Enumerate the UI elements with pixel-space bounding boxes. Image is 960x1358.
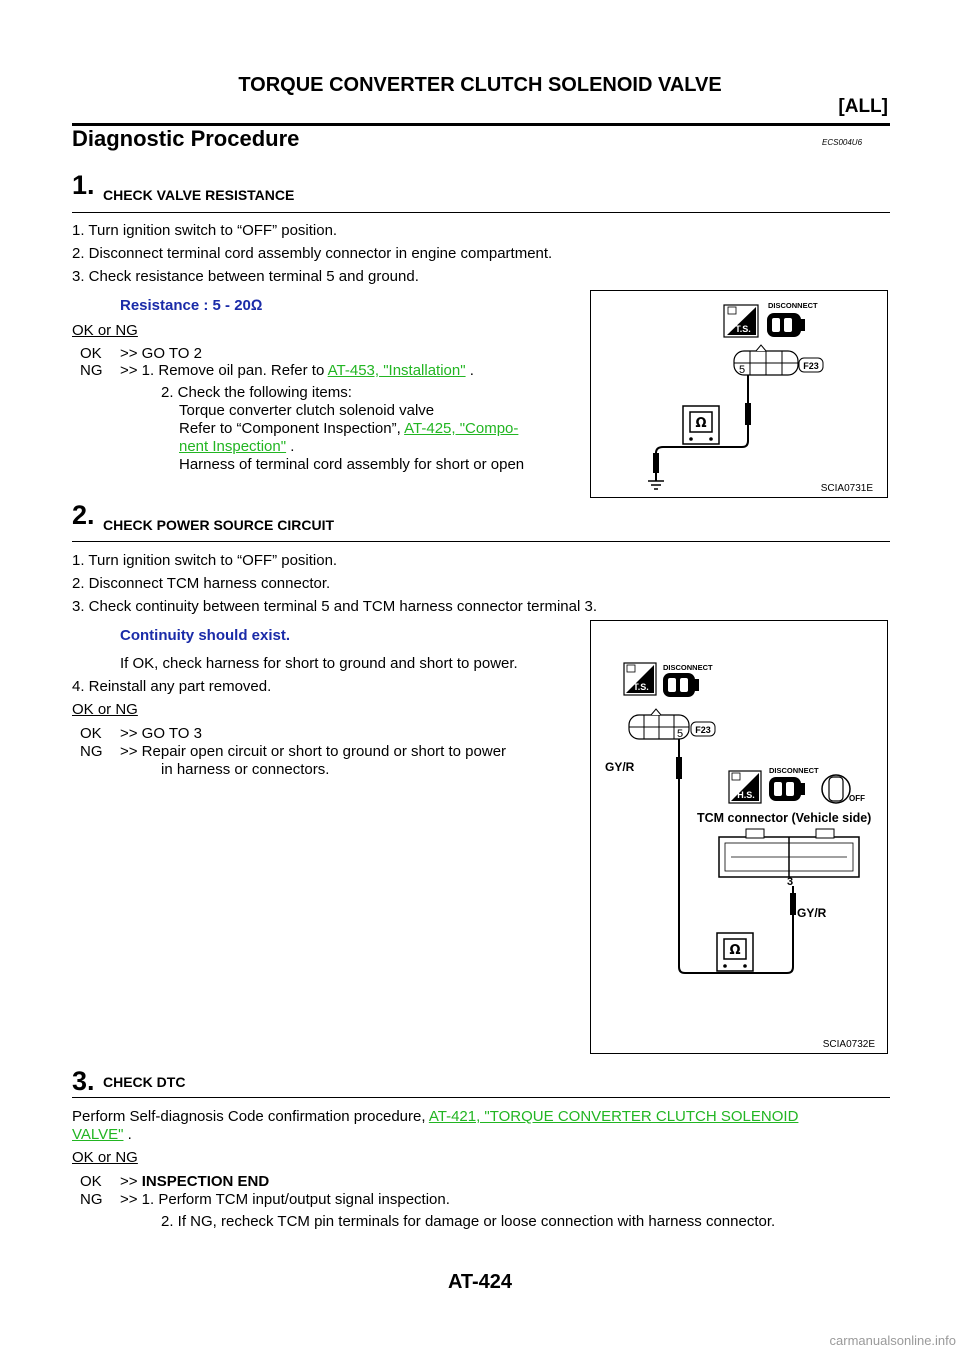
step-1-ng-key: NG — [80, 362, 103, 379]
disconnect-label-bottom: DISCONNECT — [769, 766, 819, 775]
step-1-ok-or-ng: OK or NG — [72, 322, 138, 339]
step-2-ng-key: NG — [80, 743, 103, 760]
step-3-ng-value: >> 1. Perform TCM input/output signal in… — [120, 1191, 450, 1208]
step-3-number: 3. — [72, 1066, 95, 1096]
terminal-5-label: 5 — [677, 728, 683, 740]
step-2-ok-value: >> GO TO 3 — [120, 725, 202, 742]
terminal-5-label: 5 — [739, 364, 745, 376]
step-2-ok-or-ng: OK or NG — [72, 701, 138, 718]
link-at-453-installation[interactable]: AT-453, "Installation" — [327, 362, 466, 379]
step-3-ok-or-ng: OK or NG — [72, 1149, 138, 1166]
step-1-item-3: 3. Check resistance between terminal 5 a… — [72, 268, 419, 285]
figure-id: SCIA0731E — [821, 483, 874, 494]
step-2-ok-key: OK — [80, 725, 102, 742]
step-1-item-2: 2. Disconnect terminal cord assembly con… — [72, 245, 553, 262]
step-1-sub-5: Harness of terminal cord assembly for sh… — [179, 456, 525, 473]
step-3-ng-value-cont: 2. If NG, recheck TCM pin terminals for … — [161, 1213, 776, 1230]
section-code: ECS004U6 — [822, 138, 863, 147]
disconnect-connector-icon — [663, 673, 699, 697]
connector-f23-label: F23 — [803, 361, 819, 371]
svg-text:H.S.: H.S. — [737, 790, 755, 800]
step-1-ng-value: >> 1. Remove oil pan. Refer to — [120, 362, 328, 379]
step-2-number: 2. — [72, 500, 95, 530]
f23-connector-icon — [628, 708, 690, 740]
ts-tool-icon: T.S. — [723, 304, 759, 338]
disconnect-connector-icon — [769, 777, 805, 801]
terminal-3-label: 3 — [787, 876, 793, 888]
step-1-ok-value: >> GO TO 2 — [120, 345, 202, 362]
step-1-sub-1: 2. Check the following items: — [161, 384, 352, 401]
ohmmeter-icon: Ω — [682, 405, 720, 445]
step-3-ok-value: INSPECTION END — [141, 1173, 270, 1190]
step-2-ng-value: >> Repair open circuit or short to groun… — [120, 743, 507, 760]
harness-wire — [676, 739, 796, 974]
header-rule — [72, 123, 890, 126]
tcm-connector-label: TCM connector (Vehicle side) — [697, 811, 871, 825]
svg-text:Ω: Ω — [729, 943, 740, 958]
step-1-title: CHECK VALVE RESISTANCE — [103, 187, 295, 203]
step-1-sub-4: nent Inspection" . — [179, 438, 295, 455]
step-1-spec: Resistance : 5 - 20Ω — [120, 297, 263, 314]
step-2-item-1: 1. Turn ignition switch to “OFF” positio… — [72, 552, 338, 569]
link-at-421-tcc-solenoid[interactable]: AT-421, "TORQUE CONVERTER CLUTCH SOLENOI… — [428, 1108, 799, 1125]
watermark: carmanualsonline.info — [829, 1333, 956, 1348]
svg-text:Ω: Ω — [695, 416, 706, 431]
step-3-rule — [72, 1097, 890, 1098]
step-3-text-cont: VALVE" . — [72, 1126, 132, 1143]
ignition-key-icon: OFF — [821, 774, 865, 804]
ohmmeter-icon: Ω — [716, 932, 754, 972]
ts-tool-icon: T.S. — [623, 662, 657, 696]
step-1-sub-3: Refer to “Component Inspection”, AT-425,… — [179, 420, 519, 437]
link-at-425-component-inspection-cont[interactable]: nent Inspection" — [179, 438, 287, 455]
step-1-ok-key: OK — [80, 345, 102, 362]
page-number: AT-424 — [447, 1271, 513, 1293]
figure-scia0732e: T.S. DISCONNECT F23 5 GY/R — [590, 620, 888, 1054]
step-1-item-1: 1. Turn ignition switch to “OFF” positio… — [72, 222, 338, 239]
step-2-title: CHECK POWER SOURCE CIRCUIT — [103, 517, 335, 533]
section-title: Diagnostic Procedure — [72, 126, 300, 151]
step-3-ng-key: NG — [80, 1191, 103, 1208]
step-3-ok-key: OK — [80, 1173, 102, 1190]
step-2-spec: Continuity should exist. — [120, 627, 291, 644]
figure-id: SCIA0732E — [823, 1039, 876, 1050]
disconnect-label: DISCONNECT — [768, 301, 818, 310]
figure-scia0731e: T.S. DISCONNECT F23 5 — [590, 290, 888, 498]
link-at-421-tcc-solenoid-cont[interactable]: VALVE" — [72, 1126, 124, 1143]
svg-text:T.S.: T.S. — [735, 324, 751, 334]
step-2-item-2: 2. Disconnect TCM harness connector. — [72, 575, 331, 592]
disconnect-label-top: DISCONNECT — [663, 663, 713, 672]
step-1-sub-2: Torque converter clutch solenoid valve — [179, 402, 435, 419]
header-tag: [ALL] — [838, 96, 888, 117]
hs-tool-icon: H.S. — [728, 770, 762, 804]
harness-wire — [648, 375, 751, 490]
wire-color-top: GY/R — [605, 760, 635, 774]
f23-connector-icon — [733, 344, 799, 376]
wire-color-bottom: GY/R — [797, 906, 827, 920]
link-at-425-component-inspection[interactable]: AT-425, "Compo- — [404, 420, 519, 437]
disconnect-connector-icon — [767, 313, 805, 337]
step-3-text: Perform Self-diagnosis Code confirmation… — [72, 1108, 799, 1125]
step-2-item-3: 3. Check continuity between terminal 5 a… — [72, 598, 597, 615]
page-header-title: TORQUE CONVERTER CLUTCH SOLENOID VALVE — [238, 74, 722, 96]
step-3-title: CHECK DTC — [103, 1074, 186, 1090]
step-2-ng-value-cont: in harness or connectors. — [161, 761, 330, 778]
step-2-rule — [72, 541, 890, 542]
svg-text:OFF: OFF — [849, 794, 865, 803]
svg-text:T.S.: T.S. — [633, 682, 649, 692]
tcm-connector-icon — [718, 828, 860, 878]
step-1-ng-line: >> 1. Remove oil pan. Refer to AT-453, "… — [120, 362, 474, 379]
step-1-rule — [72, 212, 890, 213]
step-2-note: If OK, check harness for short to ground… — [120, 655, 518, 672]
step-1-number: 1. — [72, 170, 95, 200]
connector-f23-label: F23 — [695, 725, 711, 735]
step-3-ok-line: >> INSPECTION END — [120, 1173, 270, 1190]
step-2-item-4: 4. Reinstall any part removed. — [72, 678, 272, 695]
